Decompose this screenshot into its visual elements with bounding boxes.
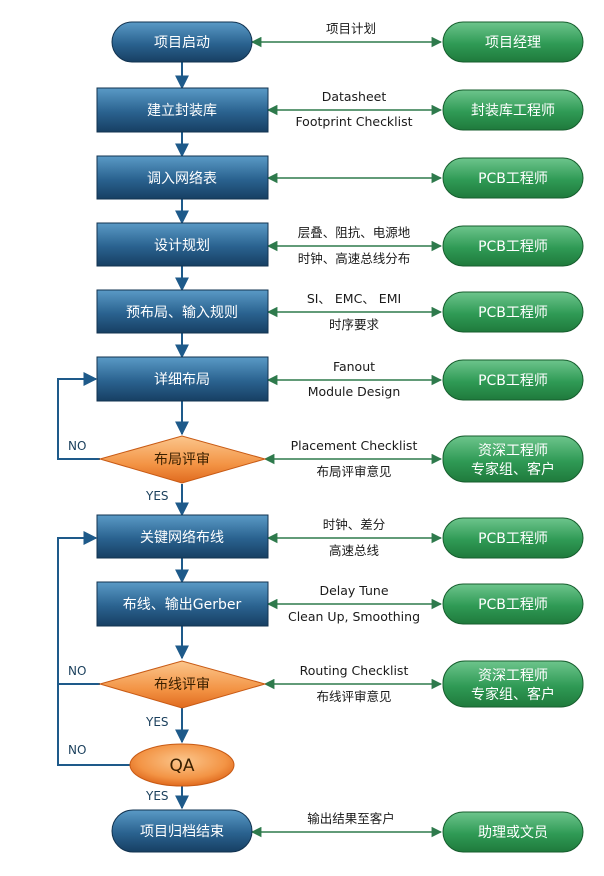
- connector-label: 高速总线: [329, 543, 380, 558]
- preplace-step: [96, 289, 269, 334]
- role-label: 封装库工程师: [471, 103, 555, 119]
- role-label: PCB工程师: [478, 373, 548, 389]
- role-senior-experts: [442, 435, 584, 483]
- role-label: 助理或文员: [478, 825, 548, 841]
- start-label: 项目启动: [154, 35, 210, 51]
- placement-yes-label: YES: [145, 489, 169, 503]
- library-label: 建立封装库: [147, 103, 217, 119]
- role-pcb-engineer: [442, 291, 584, 333]
- routing-yes-label: YES: [145, 715, 169, 729]
- role-senior-experts: [442, 660, 584, 708]
- connector-label: Delay Tune: [319, 583, 388, 598]
- role-pcb-engineer: [442, 517, 584, 559]
- branch-labels: NO YES NO YES NO YES: [68, 439, 169, 803]
- qa-label: QA: [169, 756, 194, 776]
- archive-terminator: [111, 809, 253, 853]
- connector-labels: 项目计划 Datasheet Footprint Checklist 层叠、阻抗…: [288, 21, 420, 826]
- connector-label: Placement Checklist: [291, 438, 418, 453]
- connector-label: 布局评审意见: [316, 464, 391, 479]
- connector-label: 输出结果至客户: [307, 811, 395, 826]
- role-label: PCB工程师: [478, 171, 548, 187]
- role-label: PCB工程师: [478, 239, 548, 255]
- role-label: PCB工程师: [478, 305, 548, 321]
- role-pcb-engineer: [442, 583, 584, 625]
- role-label-line2: 专家组、客户: [471, 686, 555, 703]
- qa-loop: [57, 684, 130, 766]
- qa-yes-label: YES: [145, 789, 169, 803]
- role-label: 项目经理: [485, 35, 541, 51]
- placement-review-decision: [98, 435, 267, 484]
- archive-label: 项目归档结束: [140, 823, 224, 840]
- routing-no-label: NO: [68, 664, 86, 678]
- role-pcb-engineer: [442, 157, 584, 199]
- role-label-line2: 专家组、客户: [471, 461, 555, 478]
- connector-label: 时钟、高速总线分布: [298, 251, 411, 266]
- critical-routing-label: 关键网络布线: [140, 530, 224, 546]
- connector-label: Clean Up, Smoothing: [288, 609, 420, 624]
- role-nodes: 项目经理 封装库工程师 PCB工程师 PCB工程师 PCB工程师 PCB工程师 …: [442, 21, 584, 853]
- routing-review-label: 布线评审: [154, 677, 210, 693]
- role-label: PCB工程师: [478, 531, 548, 547]
- role-library-engineer: [442, 89, 584, 131]
- role-pcb-engineer: [442, 225, 584, 267]
- placement-review-label: 布局评审: [154, 452, 210, 468]
- library-step: [96, 87, 269, 133]
- connector-label: 时钟、差分: [323, 517, 386, 532]
- routing-label: 布线、输出Gerber: [123, 597, 242, 613]
- qa-no-label: NO: [68, 743, 86, 757]
- connector-label: Datasheet: [322, 89, 387, 104]
- role-assistant: [442, 811, 584, 853]
- netlist-step: [96, 155, 269, 200]
- routing-review-loop: [57, 531, 100, 685]
- connector-lines: [250, 36, 443, 838]
- connector-label: 布线评审意见: [316, 689, 391, 704]
- role-label: PCB工程师: [478, 597, 548, 613]
- decision-nodes: 布局评审 布线评审 QA: [98, 435, 267, 787]
- qa-node: [129, 743, 235, 787]
- role-label-line1: 资深工程师: [478, 668, 548, 684]
- connector-label: Module Design: [308, 384, 401, 399]
- connector-label: 项目计划: [326, 21, 376, 36]
- role-label-line1: 资深工程师: [478, 443, 548, 459]
- connector-label: Footprint Checklist: [295, 114, 412, 129]
- role-pcb-engineer: [442, 359, 584, 401]
- connector-label: Routing Checklist: [300, 663, 409, 678]
- connector-label: SI、 EMC、 EMI: [307, 291, 401, 306]
- routing-review-decision: [98, 660, 267, 709]
- role-project-manager: [442, 21, 584, 63]
- preplace-label: 预布局、输入规则: [126, 305, 238, 321]
- placement-label: 详细布局: [154, 372, 210, 388]
- connector-label: 时序要求: [329, 317, 380, 332]
- placement-no-label: NO: [68, 439, 86, 453]
- placement-step: [96, 356, 269, 402]
- netlist-label: 调入网络表: [147, 171, 217, 187]
- planning-step: [96, 222, 269, 267]
- connector-label: 层叠、阻抗、电源地: [298, 225, 411, 240]
- start-terminator: [111, 21, 253, 63]
- critical-routing-step: [96, 514, 269, 559]
- planning-label: 设计规划: [154, 238, 210, 254]
- routing-step: [96, 581, 269, 627]
- connector-label: Fanout: [333, 359, 375, 374]
- placement-review-loop: [57, 372, 100, 460]
- process-nodes: 项目启动 建立封装库 调入网络表 设计规划 预布局、输入规则 详细布局 关键网络…: [96, 21, 269, 853]
- feedback-loops: [57, 372, 130, 766]
